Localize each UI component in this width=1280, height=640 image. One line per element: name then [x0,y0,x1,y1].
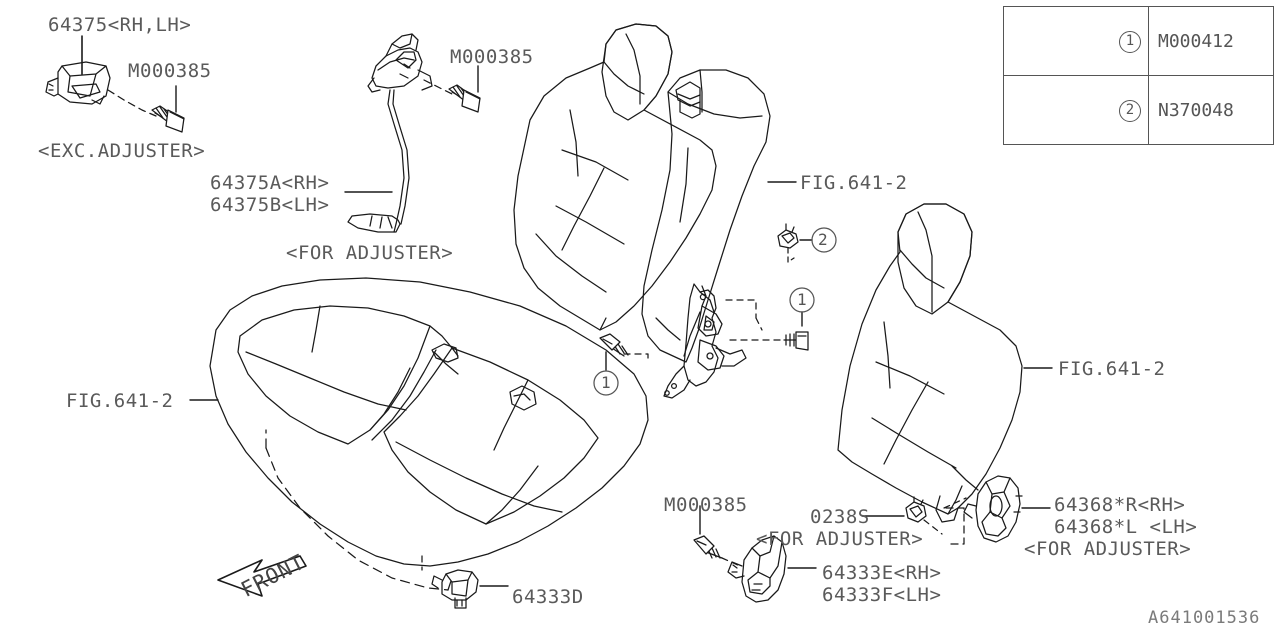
label-fig-left: FIG.641-2 [66,390,174,412]
callout-1-right: 1 [797,290,808,309]
label-for-adjuster-cable: <FOR ADJUSTER> [286,242,454,264]
legend-mark: 1 [1002,6,1150,76]
part-center-seatback [513,23,771,363]
legend-part-number: N370048 [1148,75,1274,145]
part-64375ab-cable [347,33,433,233]
label-64375b-lh: 64375B<LH> [210,194,330,216]
part-64375-clip [45,61,111,105]
part-64368-hinge [963,475,1023,543]
label-64368r: 64368*R<RH> [1054,494,1186,516]
legend-table: 1 M000412 2 N370048 [1002,6,1274,145]
part-right-seatback [837,203,1023,523]
part-center-hinge-mechanism [663,283,747,399]
label-0238s: 0238S [810,506,870,528]
bolt-m000385-topleft [151,105,185,133]
part-64333d-clip [431,569,479,609]
label-64333d: 64333D [512,586,584,608]
callout-2: 2 [818,230,829,249]
label-m000385-topleft: M000385 [128,60,212,82]
label-m000385-topcenter: M000385 [450,46,534,68]
bolt-m000412-right [783,331,809,351]
bolt-m000385-topcenter [448,84,481,113]
label-fig-right: FIG.641-2 [1058,358,1166,380]
legend-row: 2 N370048 [1002,75,1274,145]
callout-1-left: 1 [601,373,612,392]
label-64333f-lh: 64333F<LH> [822,584,942,606]
label-64375: 64375<RH,LH> [48,14,192,36]
front-arrow [217,555,307,597]
label-64368-note: <FOR ADJUSTER> [1024,538,1192,560]
circled-number-2: 2 [1119,100,1141,122]
label-0238s-note: <FOR ADJUSTER> [756,528,924,550]
legend-mark: 2 [1002,75,1150,145]
label-64333e-rh: 64333E<RH> [822,562,942,584]
legend-row: 1 M000412 [1002,6,1274,76]
part-0238s-nut [905,496,927,523]
label-fig-center: FIG.641-2 [800,172,908,194]
part-seat-cushion [209,277,649,591]
label-64368l: 64368*L <LH> [1054,516,1198,538]
label-exc-adjuster: <EXC.ADJUSTER> [38,140,206,162]
legend-part-number: M000412 [1148,6,1274,76]
circled-number-1: 1 [1119,31,1141,53]
label-m000385-bottom: M000385 [664,494,748,516]
label-64375a-rh: 64375A<RH> [210,172,330,194]
bolt-m000385-bottom [693,535,723,559]
part-n370048-nut [777,223,799,263]
drawing-number: A641001536 [1148,608,1261,628]
part-64333ef-striker [727,535,787,603]
bolt-m000412-left [599,333,629,357]
